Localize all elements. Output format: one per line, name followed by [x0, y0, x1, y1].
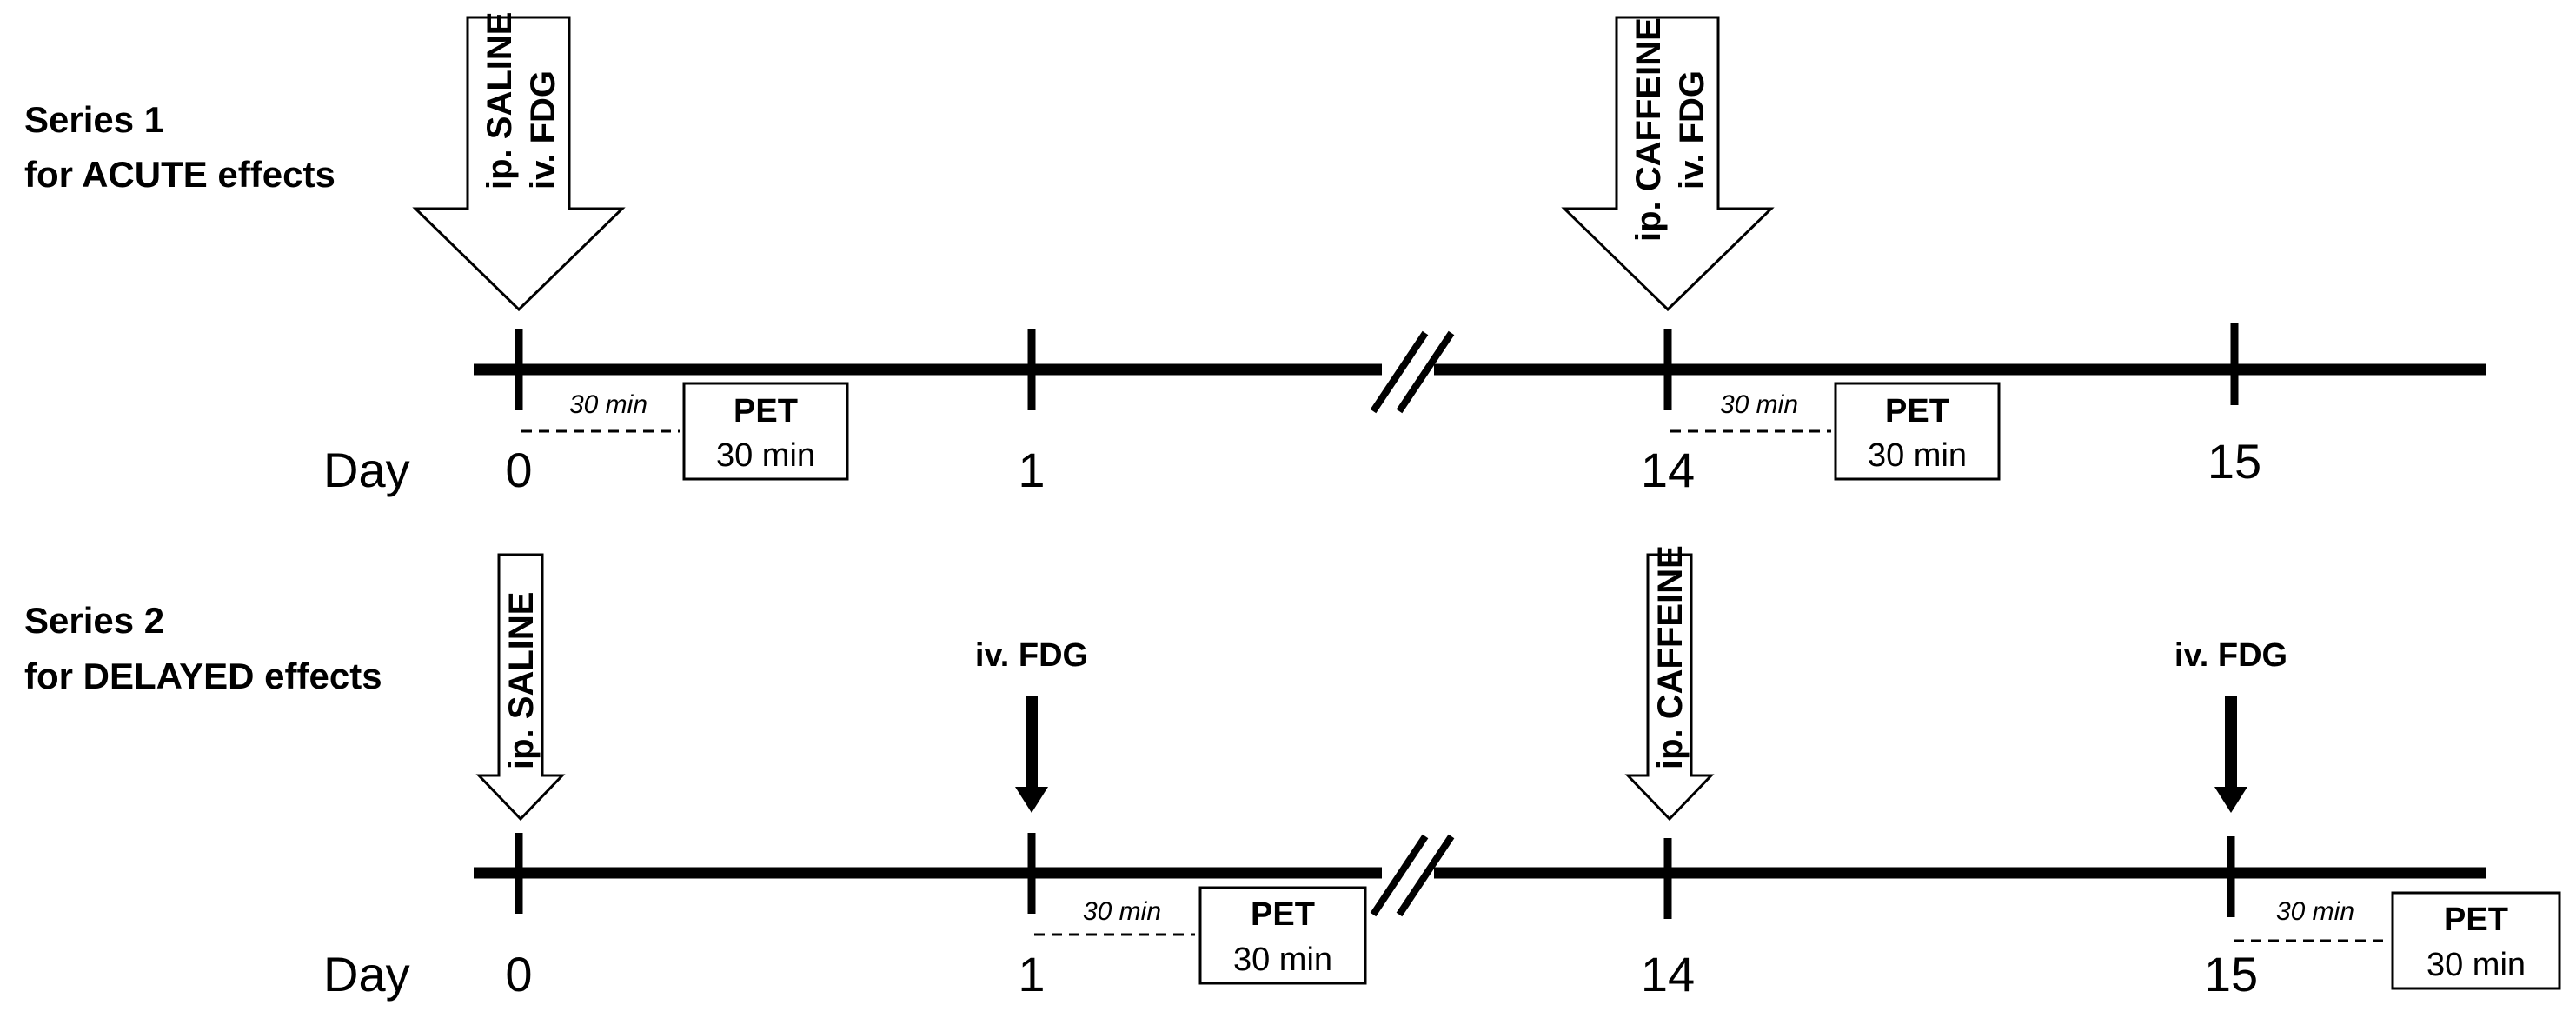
- series2-delay-label-day1: 30 min: [1083, 897, 1161, 926]
- series2-pet-box-day1: [1198, 886, 1367, 985]
- series1-day-0: 0: [505, 443, 532, 497]
- series1-pet-title-day0: PET: [734, 393, 798, 429]
- series2-fdg-arrow-day15: [2214, 696, 2247, 813]
- series1-day-word: Day: [323, 443, 410, 497]
- series1-fdg-label-day0: iv. FDG: [524, 70, 562, 190]
- series2-title-line1: Series 2: [24, 600, 164, 641]
- series2-day-1: 1: [1018, 947, 1045, 1002]
- series1-delay-label-day14: 30 min: [1720, 390, 1798, 419]
- series2-caffeine-arrow: ip. CAFFEINE: [1624, 545, 1715, 822]
- series2-axis-break: [1370, 834, 1455, 917]
- series1-pet-title-day14: PET: [1885, 393, 1949, 429]
- series2-day-14: 14: [1641, 947, 1695, 1002]
- series1-day-15: 15: [2208, 434, 2261, 489]
- series2-fdg-label-day15: iv. FDG: [2174, 637, 2287, 674]
- series2-day-15: 15: [2204, 947, 2258, 1002]
- series1-fdg-label-day14: iv. FDG: [1673, 70, 1711, 190]
- series1-caffeine-arrow: ip. CAFFEINE iv. FDG: [1561, 16, 1775, 312]
- series2-fdg-label-day1: iv. FDG: [975, 637, 1088, 674]
- series1-day-14: 14: [1641, 443, 1695, 497]
- series2-pet-duration-day1: 30 min: [1233, 942, 1332, 978]
- series2-caffeine-label: ip. CAFFEINE: [1651, 545, 1690, 769]
- series2-day-0: 0: [505, 947, 532, 1002]
- series1-pet-box-day14: [1834, 382, 2001, 481]
- series2-pet-title-day1: PET: [1251, 896, 1315, 933]
- series1-day-1: 1: [1018, 443, 1045, 497]
- series2-pet-title-day15: PET: [2444, 902, 2508, 938]
- series2-title-line2: for DELAYED effects: [24, 656, 382, 696]
- series2-fdg-arrow-day1: [1015, 696, 1048, 813]
- series1-axis-break: [1370, 330, 1455, 414]
- series1-caffeine-label: ip. CAFFEINE: [1630, 17, 1668, 242]
- series1-delay-label-day0: 30 min: [569, 390, 647, 419]
- series1-pet-box-day0: [682, 382, 849, 481]
- series2-saline-label: ip. SALINE: [502, 592, 541, 769]
- series2-day-word: Day: [323, 947, 410, 1002]
- series1-pet-duration-day14: 30 min: [1868, 437, 1967, 474]
- series1-saline-label: ip. SALINE: [481, 12, 519, 190]
- series1-title-line2: for ACUTE effects: [24, 154, 335, 195]
- series2-saline-arrow: ip. SALINE: [475, 553, 566, 822]
- series1-pet-duration-day0: 30 min: [716, 437, 815, 474]
- series1-saline-arrow: ip. SALINE iv. FDG: [412, 12, 626, 312]
- series2-pet-duration-day15: 30 min: [2427, 947, 2526, 983]
- series2-pet-box-day15: [2391, 891, 2561, 990]
- series2-delay-label-day15: 30 min: [2276, 897, 2354, 926]
- series1-title-line1: Series 1: [24, 99, 164, 140]
